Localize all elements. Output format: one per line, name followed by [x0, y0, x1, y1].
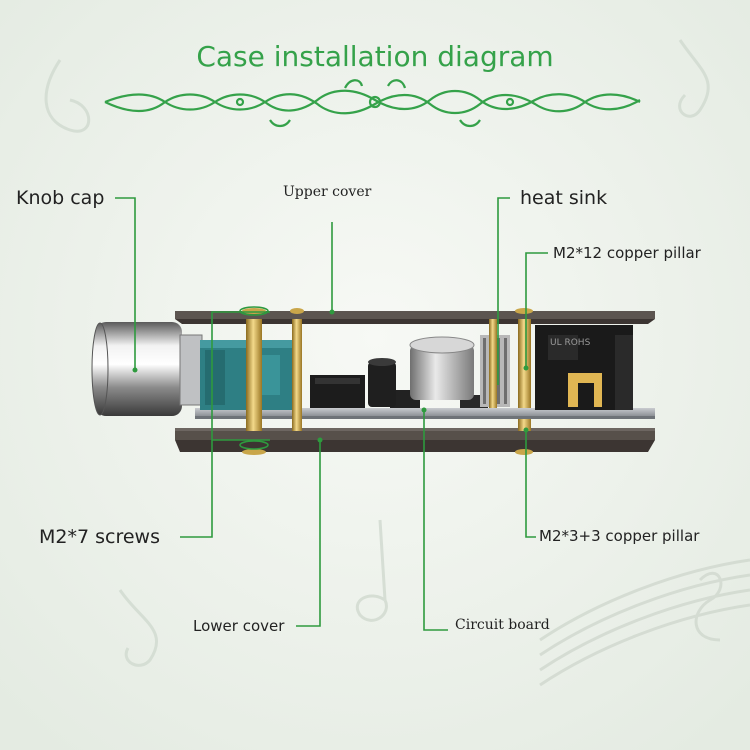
knob-cap [91, 322, 203, 416]
inductor [368, 358, 396, 407]
leader-circuit-board [423, 410, 448, 631]
audio-jack [535, 325, 633, 410]
leader-m2-3-3-pillar [525, 430, 536, 538]
component-marking: UL ROHS [550, 338, 591, 348]
lower-cover [175, 428, 655, 452]
leader-heat-sink [497, 197, 510, 385]
title-ornament [104, 79, 641, 128]
label-m2-7-screws: M2*7 screws [39, 526, 160, 548]
leader-m2-12-pillar [525, 252, 548, 368]
copper-pillar-m2-12 [489, 319, 531, 408]
label-m2-12-copper-pillar: M2*12 copper pillar [553, 244, 701, 262]
leader-dots [132, 309, 529, 443]
copper-pillar-left [292, 319, 302, 431]
leader-lower-cover [296, 440, 321, 627]
label-circuit-board: Circuit board [455, 617, 550, 633]
capacitor [409, 336, 475, 400]
leader-knob-cap [115, 197, 136, 370]
label-lower-cover: Lower cover [193, 617, 285, 635]
label-upper-cover: Upper cover [283, 184, 372, 200]
music-note-decoration [44, 39, 750, 687]
copper-pillar-m2-3-3 [518, 419, 531, 431]
copper-pillar-m2-7 [246, 319, 262, 431]
leader-lines [115, 197, 548, 631]
label-heat-sink: heat sink [520, 187, 608, 209]
label-m2-3-3-copper-pillar: M2*3+3 copper pillar [539, 527, 700, 545]
diagram-title: Case installation diagram [196, 40, 554, 73]
label-knob-cap: Knob cap [16, 187, 105, 209]
